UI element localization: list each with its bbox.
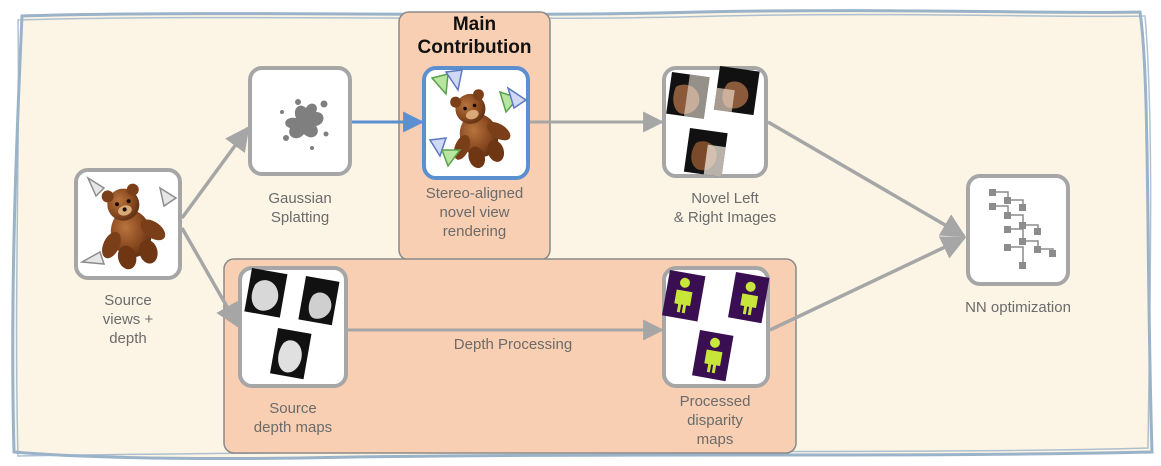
source-depth-label: Source depth maps bbox=[232, 399, 354, 437]
disparity-maps-label-line3: maps bbox=[696, 431, 734, 448]
gaussian-splatting-label: Gaussian Splatting bbox=[240, 189, 360, 227]
depth-branch-region bbox=[223, 258, 797, 454]
teddy-bear-stereo-cameras-icon bbox=[428, 69, 528, 169]
main-contribution-title-line2: Contribution bbox=[417, 37, 532, 58]
edge-source-to-splat bbox=[180, 126, 250, 220]
stereo-rendering-label-line2: novel view bbox=[439, 204, 510, 221]
teddy-bear-with-cameras-icon bbox=[79, 176, 178, 270]
source-views-label-line1: Source bbox=[104, 292, 152, 309]
source-depth-label-line2: depth maps bbox=[253, 419, 333, 436]
nn-optimization-label: NN optimization bbox=[930, 298, 1106, 317]
edge-source-to-depth bbox=[180, 227, 240, 329]
novel-images-label-line2: & Right Images bbox=[673, 209, 777, 226]
canvas-sketch-line bbox=[15, 13, 1152, 457]
disparity-map-stack-icon bbox=[662, 270, 770, 382]
stereo-rendering-label-line3: rendering bbox=[442, 223, 507, 240]
stereo-image-stack-icon bbox=[666, 66, 760, 177]
depth-map-stack-icon bbox=[244, 268, 340, 380]
source-views-label-line3: depth bbox=[109, 330, 147, 347]
node-gaussian-splatting bbox=[248, 66, 352, 176]
node-source-depth bbox=[238, 266, 348, 388]
source-views-label: Source views + depth bbox=[68, 291, 188, 348]
novel-images-label: Novel Left & Right Images bbox=[640, 189, 810, 227]
source-depth-label-line1: Source bbox=[269, 400, 317, 417]
main-contribution-title: Main Contribution bbox=[399, 13, 550, 59]
stereo-rendering-label-line1: Stereo-aligned bbox=[425, 185, 524, 202]
edge-disparity-to-nn bbox=[769, 236, 967, 332]
edge-novel-to-nn bbox=[767, 120, 967, 238]
node-nn-optimization bbox=[966, 174, 1070, 286]
node-stereo-rendering bbox=[422, 66, 530, 180]
splat-icon bbox=[280, 99, 329, 150]
gaussian-splatting-label-line2: Splatting bbox=[270, 209, 330, 226]
stereo-rendering-label: Stereo-aligned novel view rendering bbox=[399, 184, 550, 241]
depth-processing-label-text: Depth Processing bbox=[453, 336, 573, 353]
node-disparity-maps bbox=[662, 266, 770, 388]
node-source-views bbox=[74, 168, 182, 280]
disparity-maps-label: Processed disparity maps bbox=[650, 392, 780, 449]
depth-processing-label: Depth Processing bbox=[400, 335, 626, 354]
nn-optimization-label-text: NN optimization bbox=[965, 299, 1071, 316]
node-novel-images bbox=[662, 66, 768, 178]
network-tree-icon bbox=[989, 189, 1056, 269]
main-contribution-title-line1: Main bbox=[452, 14, 497, 35]
disparity-maps-label-line2: disparity bbox=[687, 412, 743, 429]
gaussian-splatting-label-line1: Gaussian bbox=[268, 190, 332, 207]
novel-images-label-line1: Novel Left bbox=[691, 190, 759, 207]
source-views-label-line2: views + bbox=[102, 311, 154, 328]
disparity-maps-label-line1: Processed bbox=[679, 393, 751, 410]
